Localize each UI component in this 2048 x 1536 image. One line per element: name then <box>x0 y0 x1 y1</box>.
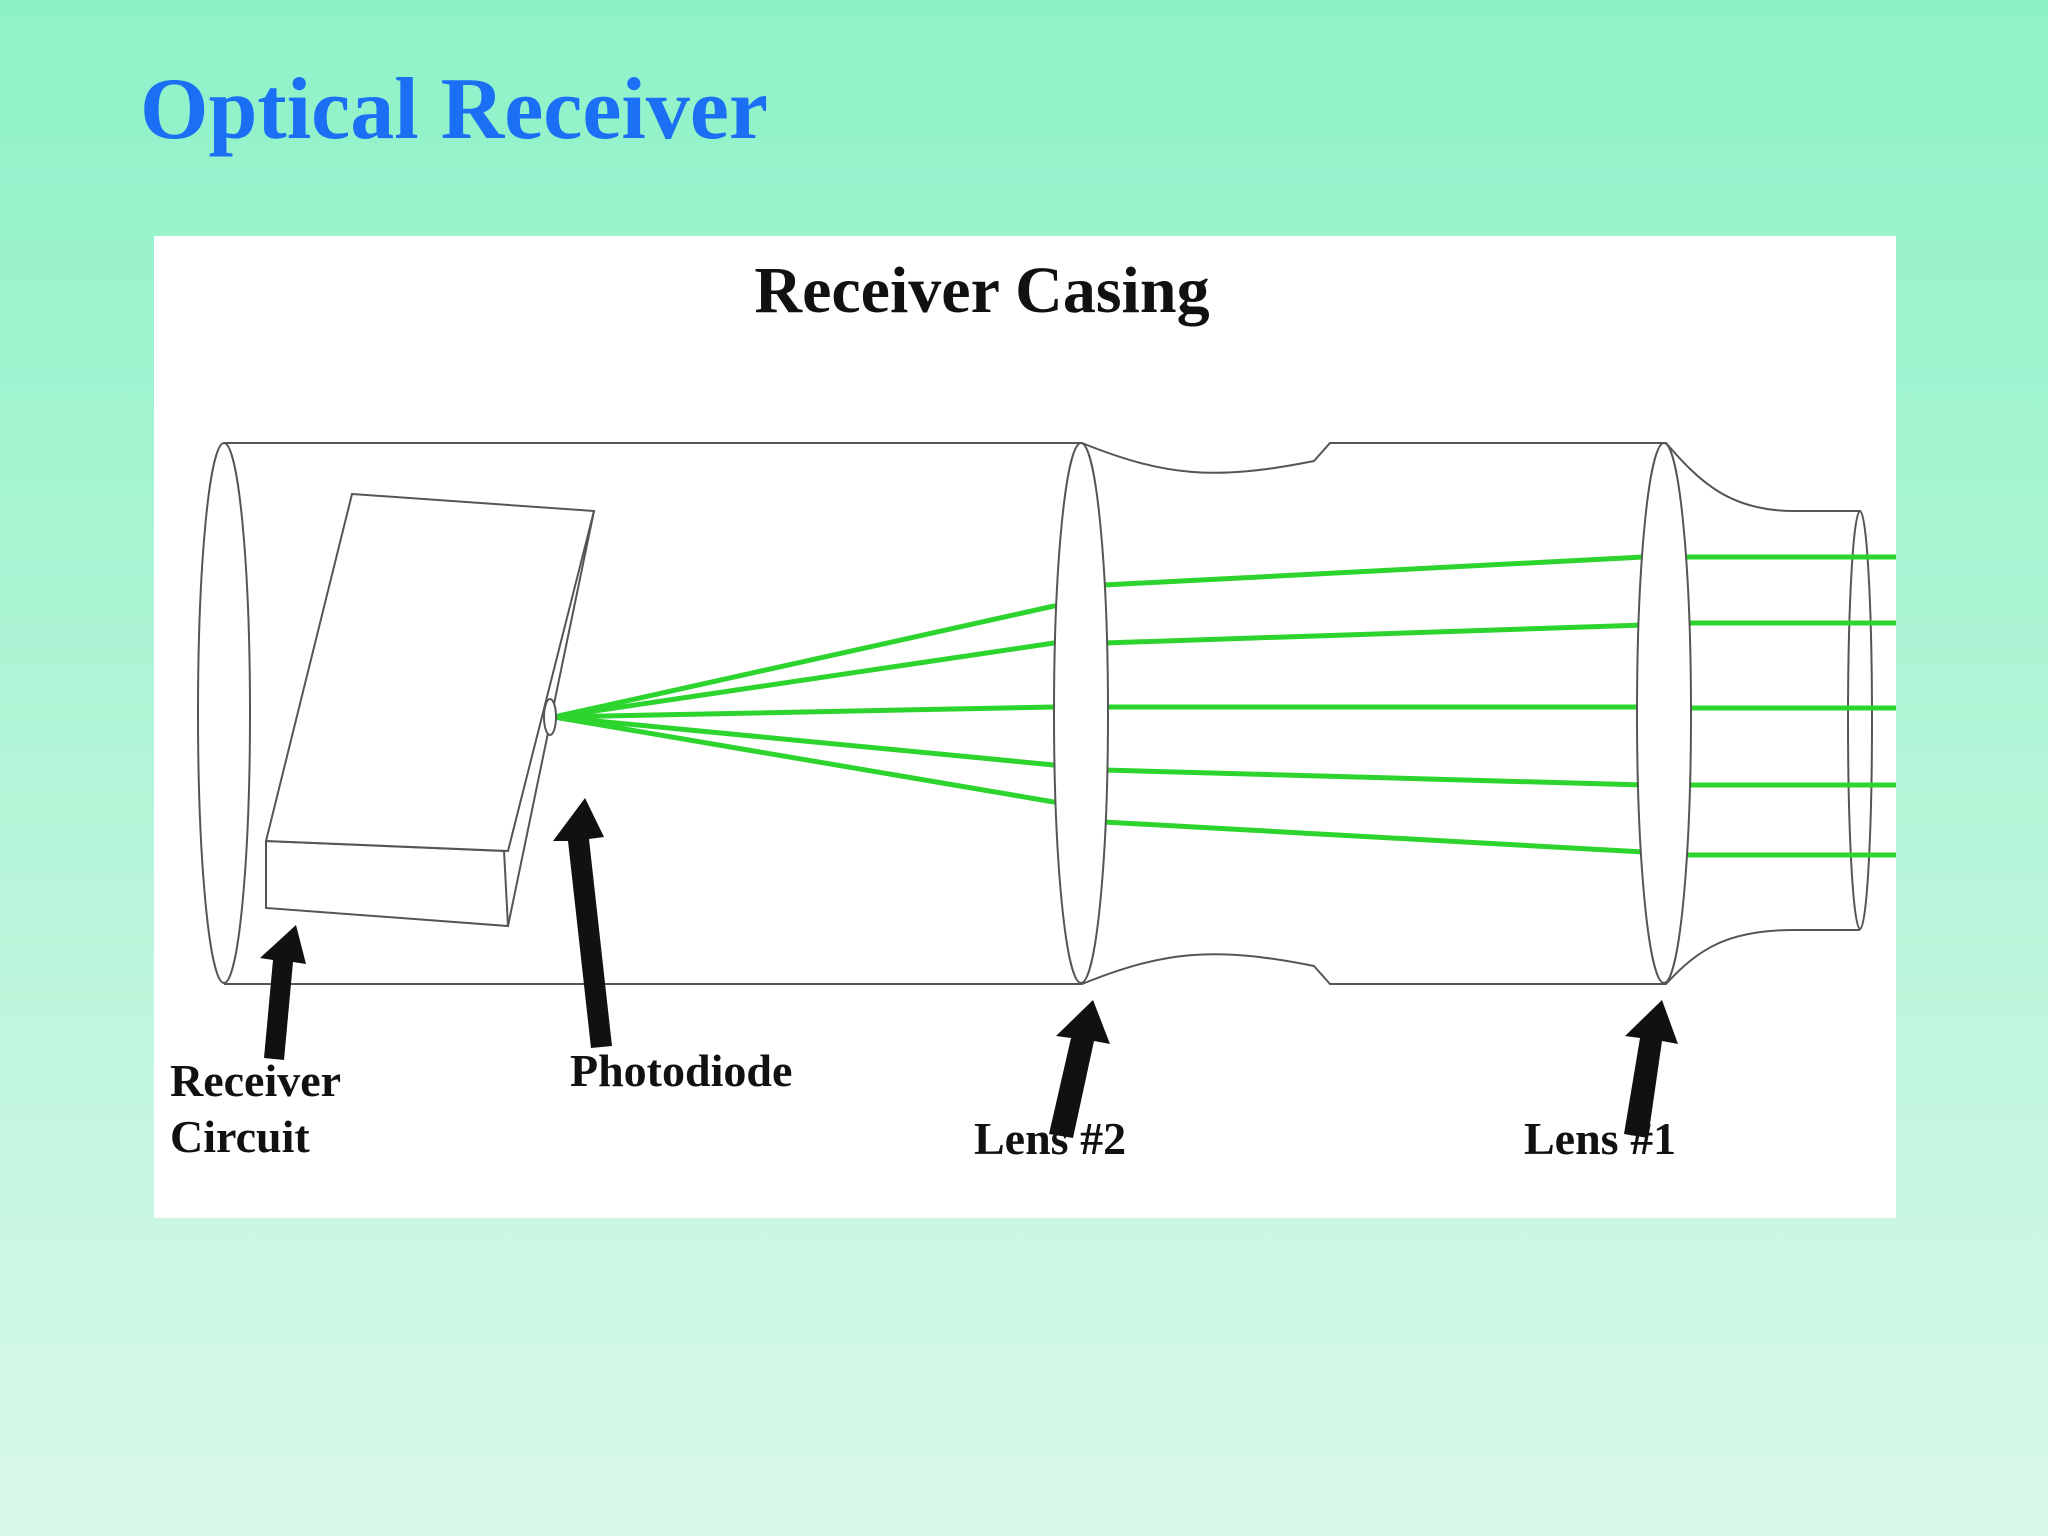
casing-bottom-edge <box>224 929 1860 985</box>
ray-middle-5 <box>1101 819 1647 855</box>
receiver-circuit-board <box>264 492 596 928</box>
slide-title: Optical Receiver <box>140 61 768 158</box>
receiver-circuit-label-line1: Receiver <box>170 1055 341 1106</box>
casing-front-opening <box>1847 510 1873 930</box>
converging-rays <box>551 603 1057 805</box>
lens-1-arrow <box>1624 1000 1678 1138</box>
ray-middle-1 <box>1101 554 1647 588</box>
diagram-heading: Receiver Casing <box>754 254 1209 327</box>
casing-rear-opening <box>197 442 251 984</box>
incoming-rays <box>1681 554 1896 858</box>
lens-1-label: Lens #1 <box>1524 1113 1676 1164</box>
lens-2-arrow <box>1049 1000 1110 1138</box>
receiver-diagram-canvas: Receiver Casing <box>170 254 1896 1164</box>
casing-top-edge <box>224 442 1860 512</box>
receiver-circuit-arrow <box>260 925 306 1060</box>
photodiode-label: Photodiode <box>570 1045 792 1096</box>
circuit-board-side <box>265 839 510 928</box>
ray-middle-2 <box>1101 622 1647 646</box>
ray-converge-4 <box>551 714 1057 768</box>
lens-2 <box>1053 442 1109 984</box>
circuit-board-face <box>264 492 596 853</box>
receiver-casing <box>197 442 1873 985</box>
ray-converge-2 <box>551 640 1057 720</box>
receiver-circuit-label-line2: Circuit <box>170 1111 310 1162</box>
lens-2-label: Lens #2 <box>974 1113 1126 1164</box>
middle-rays <box>1101 554 1647 855</box>
receiver-diagram: Receiver Casing <box>154 236 1896 1218</box>
photodiode-arrow <box>553 798 612 1048</box>
photodiode-element <box>543 698 557 736</box>
ray-converge-5 <box>551 714 1057 805</box>
ray-converge-1 <box>551 603 1057 720</box>
ray-converge-3 <box>551 704 1057 720</box>
lens-1 <box>1636 442 1692 984</box>
ray-middle-4 <box>1101 767 1647 788</box>
